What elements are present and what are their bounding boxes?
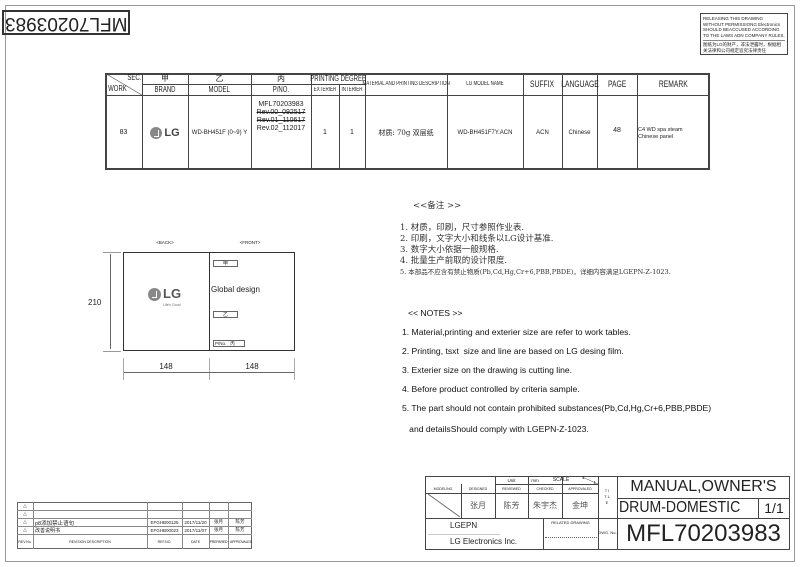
- header-model-cn: 乙: [215, 74, 224, 83]
- global-design-text: Global design: [211, 285, 260, 294]
- lg-logo-icon: [148, 287, 161, 301]
- pno-box: P/No.丙: [213, 340, 245, 347]
- front-width-dimension: 148: [245, 362, 259, 371]
- rev-triangle-icon: △: [23, 511, 27, 516]
- header-work: WORK: [108, 84, 127, 93]
- cell-page: 48: [613, 126, 621, 134]
- header-exterier: EXTERIER: [313, 86, 337, 93]
- back-width-dimension: 148: [159, 362, 173, 371]
- cell-exterier: 1: [323, 129, 327, 136]
- company-name: LG Electronics Inc.: [450, 537, 518, 546]
- header-pno-cn: 丙: [277, 74, 285, 83]
- sheet-border: [5, 5, 795, 562]
- header-brand-cn: 甲: [161, 74, 169, 83]
- header-material: MATERIAL AND PRINTING DESCRIPTION: [362, 81, 450, 87]
- header-model: MODEL: [208, 85, 231, 94]
- lg-logo-icon: [150, 126, 163, 139]
- company-code: LGEPN: [450, 521, 478, 530]
- drawing-number: MFL70203983: [626, 520, 781, 547]
- header-remark: REMARK: [659, 79, 688, 89]
- mirrored-part-number: MFL70203983: [2, 10, 130, 35]
- cell-language: Chinese: [568, 129, 591, 136]
- rev-triangle-icon: △: [23, 519, 27, 524]
- cell-brand-logo: LG: [142, 95, 188, 170]
- sheet-number: 1/1: [764, 500, 784, 516]
- back-label: <BACK>: [156, 240, 174, 245]
- cell-suffix: ACN: [536, 129, 549, 136]
- cell-interier: 1: [350, 129, 354, 136]
- cell-model: WD-BH451F (0~9) Y: [191, 129, 248, 136]
- rev-triangle-icon: △: [23, 527, 27, 532]
- notes-en: << NOTES >> 1. Material,printing and ext…: [402, 307, 712, 434]
- cell-material: 材质: 70g 双层纸: [378, 128, 434, 137]
- rev-desc: 改善说明书: [35, 528, 61, 534]
- title-line-1: MANUAL,OWNER'S: [630, 478, 777, 495]
- cell-work: 83: [119, 129, 128, 136]
- header-page: PAGE: [607, 79, 627, 89]
- notes-cn: <<备注 >> 1. 材质，印刷，尺寸参照作业表. 2. 印刷，文字大小和线条以…: [400, 201, 671, 276]
- brand-box: 甲: [213, 260, 238, 267]
- model-box: 乙: [213, 311, 238, 318]
- back-lg-logo: LG: [148, 287, 181, 301]
- header-interier: INTERIER: [341, 86, 363, 93]
- rev-desc: p8添加禁止语句: [35, 521, 75, 527]
- height-dimension: 210: [88, 298, 102, 307]
- header-brand: BRAND: [154, 85, 176, 94]
- cell-lg-model: WD-BH451F7Y.ACN: [457, 129, 513, 136]
- release-notice: RELEASING THIS DRAWING WITHOUT PERMISSIO…: [700, 13, 788, 55]
- title-line-2: DRUM-DOMESTIC: [619, 499, 741, 516]
- rev-triangle-icon: △: [23, 503, 27, 508]
- front-label: <FRONT>: [239, 240, 261, 245]
- header-sec: SEC.: [127, 73, 142, 82]
- modeling-slash: [428, 494, 460, 517]
- header-suffix: SUFFIX: [530, 79, 555, 89]
- header-printing-degree: PRINTING DEGREE: [310, 74, 366, 83]
- header-lg-model: LG MODEL NAME: [466, 81, 504, 87]
- header-language: LANGUAGE: [560, 79, 599, 89]
- cell-pno: MFL70203983: [258, 101, 304, 108]
- header-pno: P/NO.: [272, 85, 290, 94]
